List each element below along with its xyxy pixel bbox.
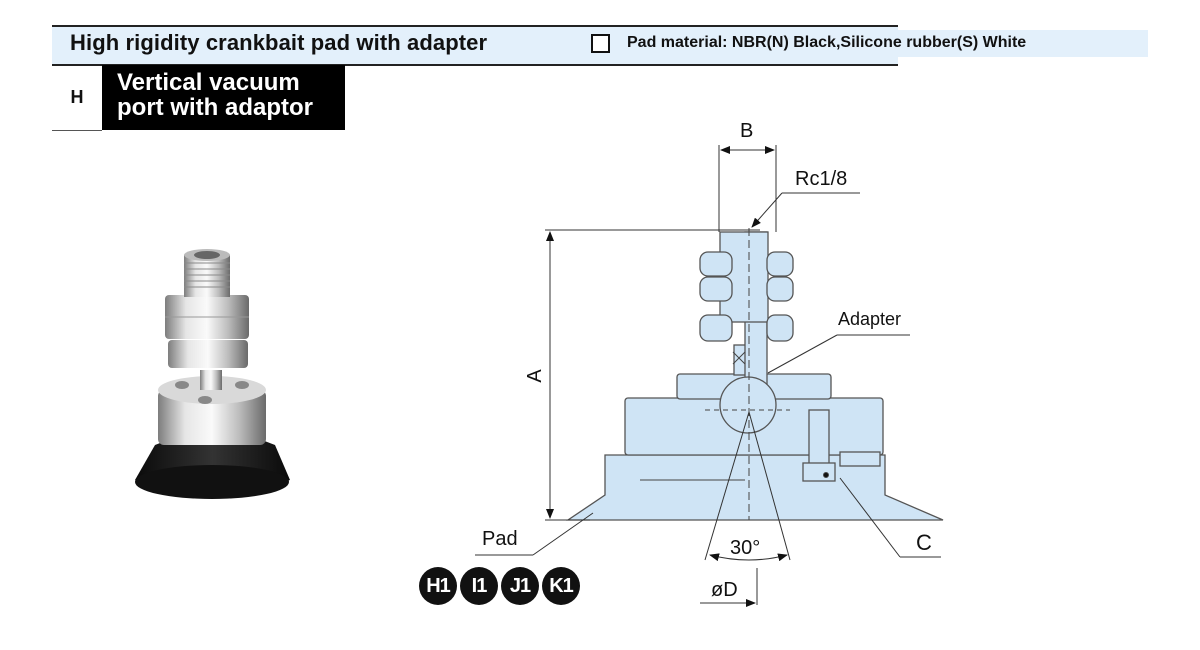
adapter-label: Adapter bbox=[838, 309, 901, 329]
dim-a-label: A bbox=[524, 369, 546, 383]
pad-assembly-section bbox=[565, 231, 944, 521]
technical-drawing: B Rc1/8 Adapter A Pad 30° C øD bbox=[475, 120, 944, 607]
compatibility-badges: H1 I1 J1 K1 bbox=[419, 567, 580, 605]
dim-c-label: C bbox=[916, 530, 932, 555]
thread-label: Rc1/8 bbox=[795, 168, 847, 190]
badge-i1: I1 bbox=[460, 567, 498, 605]
badge-k1: K1 bbox=[542, 567, 580, 605]
material-checkbox[interactable] bbox=[591, 34, 610, 53]
header-bar bbox=[52, 25, 898, 66]
badge-h1: H1 bbox=[419, 567, 457, 605]
badge-j1: J1 bbox=[501, 567, 539, 605]
vacuum-pad-photo-icon bbox=[135, 249, 290, 499]
type-name: Vertical vacuum port with adaptor bbox=[102, 65, 345, 130]
material-note: Pad material: NBR(N) Black,Silicone rubb… bbox=[627, 34, 1027, 51]
product-photo bbox=[135, 249, 290, 499]
page-title: High rigidity crankbait pad with adapter bbox=[70, 30, 488, 55]
pad-shape bbox=[565, 454, 944, 521]
header-bar-extension bbox=[898, 30, 1148, 57]
type-name-line2: port with adaptor bbox=[117, 94, 313, 121]
pad-label: Pad bbox=[482, 528, 518, 550]
dim-d-label: øD bbox=[711, 579, 738, 601]
dim-b-label: B bbox=[740, 120, 753, 142]
type-name-line1: Vertical vacuum bbox=[117, 69, 300, 96]
type-code: H bbox=[52, 65, 102, 131]
angle-label: 30° bbox=[730, 537, 760, 559]
